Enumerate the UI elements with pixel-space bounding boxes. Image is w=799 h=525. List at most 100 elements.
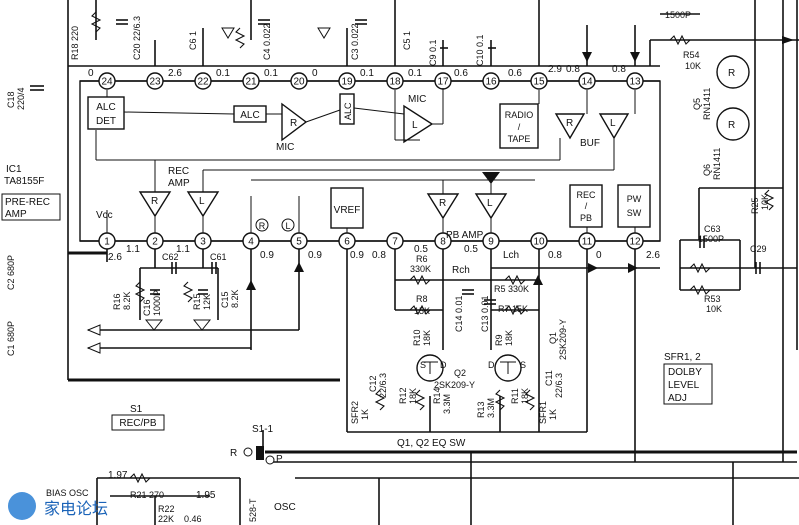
- q1-transistor: [494, 354, 522, 382]
- ic-pin-number: 19: [341, 77, 353, 88]
- r53-value: 10K: [706, 304, 722, 314]
- rec-amp-l2: AMP: [168, 178, 190, 189]
- ic-pin-number: 18: [389, 77, 401, 88]
- t528-label: 528-T: [248, 498, 258, 522]
- alc-det-block: ALC DET: [87, 96, 125, 130]
- ic-pin-number: 22: [197, 77, 209, 88]
- sfr1-label: SFR1: [538, 401, 548, 424]
- v-p10: 0.8: [548, 250, 562, 261]
- buf-amp-l: L BUF: [580, 113, 630, 149]
- ic-pin-22: 22: [194, 72, 212, 90]
- v-p22: 0.1: [216, 68, 230, 79]
- v-p19: 0.1: [360, 68, 374, 79]
- mic-amp-l-label: L: [412, 120, 418, 131]
- ic-pin-24: 24: [98, 72, 116, 90]
- ic-pin-number: 6: [344, 237, 350, 248]
- ic-pin-7: 7: [386, 232, 404, 250]
- pw-sw-block: PW SW: [617, 184, 651, 228]
- ic-pin-number: 11: [582, 237, 593, 248]
- c4-label: C4 0.022: [262, 23, 272, 60]
- dolby-l1: DOLBY: [668, 367, 702, 378]
- pre-rec-amp-label: PRE-REC AMP: [1, 193, 61, 221]
- r13-value: 3.3M: [486, 398, 496, 418]
- c20-label: C20 22/6.3: [132, 16, 142, 60]
- v197-label: 1.97: [108, 470, 128, 481]
- ic-pin-number: 9: [488, 237, 494, 248]
- r9-label: R9: [494, 334, 504, 346]
- vcc-label: Vcc: [96, 210, 113, 221]
- v-p5: 0.9: [308, 250, 322, 261]
- ic-pin-number: 7: [392, 237, 398, 248]
- ic-pin-number: 2: [152, 237, 158, 248]
- sfr2-value: 1K: [360, 409, 370, 420]
- mic-label: MIC: [276, 142, 294, 153]
- r8-label: R8: [416, 294, 428, 304]
- s1-1-label: S1-1: [252, 424, 274, 435]
- s1-r-label: R: [230, 448, 237, 459]
- radio-tape-l1: RADIO: [505, 110, 534, 120]
- s1-1-switch: [243, 446, 275, 465]
- v-p16: 0.6: [508, 68, 522, 79]
- s1-p-label: P: [276, 454, 283, 465]
- c1-label: C1 680P: [6, 321, 16, 356]
- r54-label: R54: [683, 50, 700, 60]
- q5-transistor: R: [716, 55, 750, 89]
- q2-d-label: D: [440, 360, 447, 370]
- q5-part: RN1411: [702, 88, 712, 120]
- v195-label: 1.95: [196, 490, 216, 501]
- q1-label: Q1: [548, 332, 558, 344]
- c10-label: C10 0.1: [475, 34, 485, 66]
- q1-part: 2SK209-Y: [558, 319, 568, 360]
- r16-value: 8.2K: [122, 291, 132, 310]
- c18-value: 220/4: [16, 87, 26, 110]
- buf-label: BUF: [580, 138, 600, 149]
- c11-label: C11: [544, 370, 554, 386]
- v-p8: 0.5: [414, 244, 428, 255]
- radio-tape-block: RADIO / TAPE: [499, 103, 539, 149]
- r6-value: 330K: [410, 264, 431, 274]
- q1-s-label: S: [520, 360, 526, 370]
- watermark-text: 家电论坛: [44, 500, 108, 518]
- buf-amp-r: R: [554, 113, 586, 140]
- ic-pin-17: 17: [434, 72, 452, 90]
- ic-pin-23: 23: [146, 72, 164, 90]
- dolby-l2: LEVEL: [668, 380, 700, 391]
- r22-value: 22K: [158, 514, 174, 524]
- c63-label: C63: [704, 224, 721, 234]
- c9-label: C9 0.1: [428, 39, 438, 66]
- r7-label: R7 15K: [498, 304, 528, 314]
- c3-label: C3 0.022: [350, 23, 360, 60]
- v-p17: 0.6: [454, 68, 468, 79]
- r18-label: R18 220: [70, 26, 80, 60]
- r54-value: 10K: [685, 61, 701, 71]
- ic-pin-19: 19: [338, 72, 356, 90]
- c18-label: C18: [6, 91, 16, 108]
- c6-label: C6 1: [188, 31, 198, 50]
- alc-label: ALC: [240, 110, 259, 121]
- ic-pin-number: 14: [581, 77, 593, 88]
- c61-label: C61: [210, 252, 227, 262]
- rec-pb-switch-label: REC/PB: [111, 414, 165, 431]
- osc-label: OSC: [274, 502, 296, 513]
- v-p7: 0.8: [372, 250, 386, 261]
- ic-pin-5: 5: [290, 232, 308, 250]
- ic-pin-14: 14: [578, 72, 596, 90]
- ic-pin-number: 21: [245, 77, 257, 88]
- rch-label: Rch: [452, 265, 470, 276]
- c62-label: C62: [162, 252, 179, 262]
- dolby-level-adj-label: DOLBY LEVEL ADJ: [663, 363, 713, 405]
- alc-det-line1: ALC: [96, 102, 115, 113]
- forum-watermark-logo: 家电论坛: [8, 492, 108, 520]
- q1-d-label: D: [488, 360, 495, 370]
- rec-amp-l1: REC: [168, 166, 189, 177]
- ic-pin-16: 16: [482, 72, 500, 90]
- dolby-l3: ADJ: [668, 393, 687, 404]
- vref-block: VREF: [330, 187, 364, 229]
- r10-label: R10: [412, 329, 422, 346]
- ic-pin-21: 21: [242, 72, 260, 90]
- q6-transistor: R: [716, 107, 750, 141]
- ic-pin-number: 3: [200, 237, 206, 248]
- v-p23: 2.6: [168, 68, 182, 79]
- c11-value: 22/6.3: [554, 373, 564, 398]
